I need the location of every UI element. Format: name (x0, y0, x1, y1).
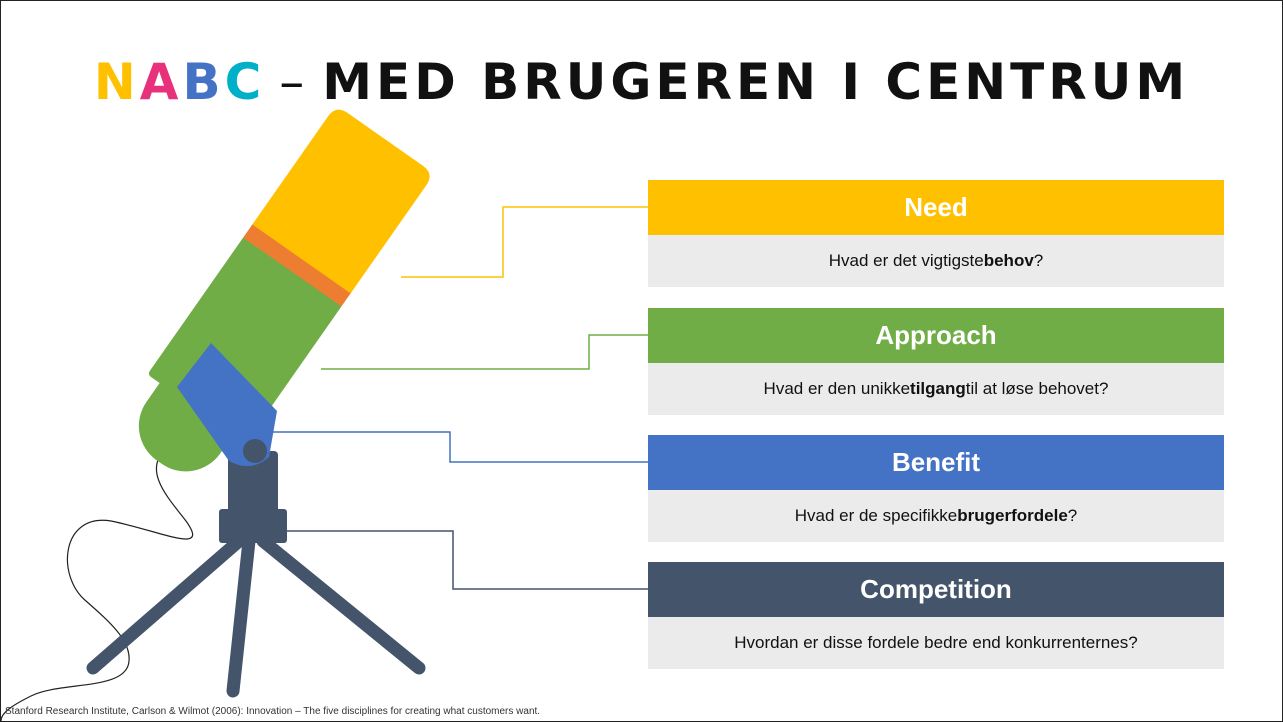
competition-text: Hvordan er disse fordele bedre end konku… (648, 617, 1224, 669)
mic-head (252, 109, 430, 294)
benefit-card: Benefit Hvad er de specifikke brugerford… (648, 435, 1224, 542)
mic-band (243, 222, 352, 307)
competition-heading: Competition (648, 562, 1224, 617)
tripod-leg-middle (226, 534, 256, 698)
need-text: Hvad er det vigtigste behov? (648, 235, 1224, 287)
tripod-leg-left (86, 534, 246, 675)
title-letter-b: B (182, 53, 225, 111)
need-heading: Need (648, 180, 1224, 235)
benefit-text: Hvad er de specifikke brugerfordele? (648, 490, 1224, 542)
source-citation: Stanford Research Institute, Carlson & W… (5, 706, 541, 717)
competition-connector (285, 530, 648, 590)
stand-collar (219, 509, 287, 543)
competition-card: Competition Hvordan er disse fordele bed… (648, 562, 1224, 669)
slide-title: NABC–MED BRUGEREN I CENTRUM (1, 53, 1282, 111)
cable-icon (1, 448, 194, 721)
title-letter-a: A (139, 53, 183, 111)
benefit-heading: Benefit (648, 435, 1224, 490)
approach-text: Hvad er den unikke tilgang til at løse b… (648, 363, 1224, 415)
title-letter-n: N (93, 53, 140, 111)
title-dash: – (279, 53, 309, 111)
stand-post (228, 451, 278, 513)
mic-clamp (177, 343, 277, 467)
title-rest: MED BRUGEREN I CENTRUM (322, 53, 1190, 111)
benefit-connector (271, 431, 648, 463)
approach-card: Approach Hvad er den unikke tilgang til … (648, 308, 1224, 415)
clamp-knob-icon (243, 439, 267, 463)
approach-connector (321, 334, 648, 370)
approach-heading: Approach (648, 308, 1224, 363)
tripod-leg-right (256, 534, 426, 675)
need-connector (401, 206, 648, 278)
need-card: Need Hvad er det vigtigste behov? (648, 180, 1224, 287)
title-letter-c: C (224, 53, 266, 111)
